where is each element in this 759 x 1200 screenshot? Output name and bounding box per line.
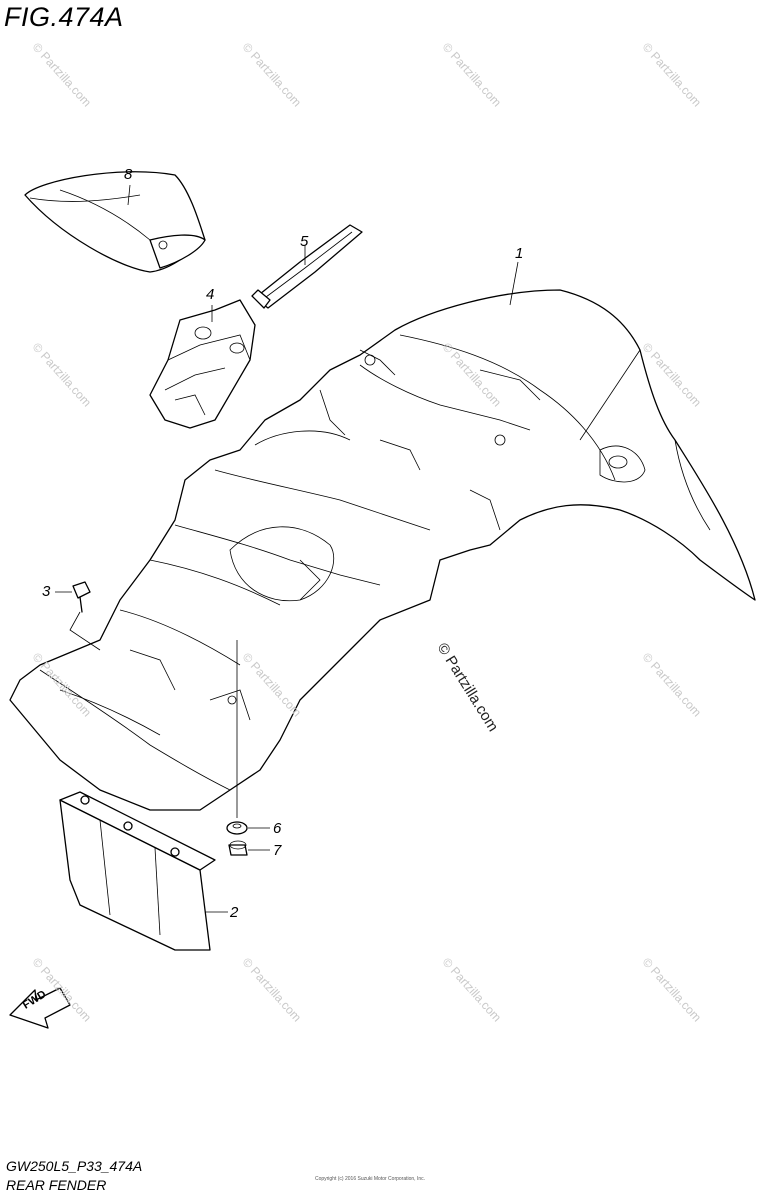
part-6-grommet[interactable] bbox=[226, 821, 248, 835]
figure-code: GW250L5_P33_474A bbox=[6, 1158, 143, 1174]
part-1-rear-fender[interactable] bbox=[9, 289, 756, 811]
callout-6[interactable]: 6 bbox=[273, 820, 282, 837]
callout-8[interactable]: 8 bbox=[124, 166, 133, 183]
part-5-strap[interactable] bbox=[251, 224, 363, 309]
callout-5[interactable]: 5 bbox=[300, 233, 309, 250]
ref-line-3 bbox=[69, 611, 101, 651]
leader-1 bbox=[509, 261, 519, 306]
part-7-nut[interactable] bbox=[228, 840, 248, 856]
callout-7[interactable]: 7 bbox=[273, 842, 282, 859]
part-8-tool-bag[interactable] bbox=[24, 171, 206, 273]
callout-4[interactable]: 4 bbox=[206, 286, 215, 303]
figure-title: FIG.474A bbox=[4, 2, 124, 32]
callout-1[interactable]: 1 bbox=[515, 245, 524, 262]
part-2-mudflap[interactable] bbox=[59, 791, 216, 951]
callout-3[interactable]: 3 bbox=[42, 583, 51, 600]
figure-name: REAR FENDER bbox=[6, 1177, 107, 1193]
part-3-bolt[interactable] bbox=[72, 581, 91, 613]
leader-8 bbox=[127, 184, 131, 206]
fwd-arrow-icon bbox=[9, 987, 71, 1029]
callout-2[interactable]: 2 bbox=[230, 904, 239, 921]
part-4-bracket[interactable] bbox=[149, 299, 256, 429]
copyright-text: Copyright (c) 2016 Suzuki Motor Corporat… bbox=[314, 1176, 426, 1182]
